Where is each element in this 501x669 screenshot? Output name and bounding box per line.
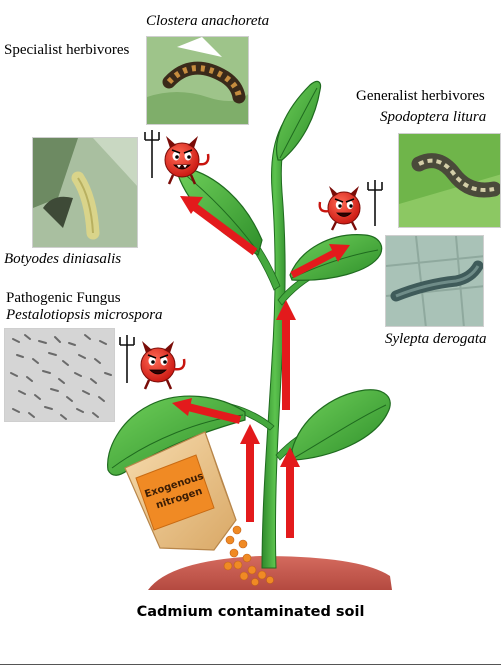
pathogenic-fungus-heading: Pathogenic Fungus (6, 290, 121, 306)
clostera-anachoreta-label: Clostera anachoreta (146, 13, 270, 29)
devil-icon (318, 186, 361, 231)
devil-icon (164, 136, 210, 185)
nitrogen-pellets (223, 525, 274, 586)
leaf-lower-right (291, 389, 391, 461)
bag-label (135, 454, 215, 531)
photo-clostera-caterpillar (146, 36, 249, 125)
fertilizer-bag: Exogenous nitrogen (124, 431, 237, 551)
generalist-herbivores-heading: Generalist herbivores (356, 88, 485, 104)
photo-botyodes-caterpillar (32, 137, 138, 248)
devil-icon (140, 341, 186, 390)
arrow-lower-left (172, 398, 241, 424)
bottom-divider (0, 664, 501, 665)
arrow-top-left (180, 196, 258, 256)
soil-label: Cadmium contaminated soil (136, 604, 365, 620)
botyodes-diniasalis-label: Botyodes diniasalis (4, 251, 122, 267)
pitchfork-icon (119, 335, 135, 383)
photo-sylepta-caterpillar (385, 235, 484, 327)
photo-pestalotiopsis-spores (4, 328, 115, 422)
spodoptera-litura-label: Spodoptera litura (380, 109, 487, 125)
photo-spodoptera-caterpillar (398, 133, 501, 228)
pitchfork-icon (367, 180, 383, 226)
specialist-herbivores-heading: Specialist herbivores (4, 42, 130, 58)
sylepta-derogata-label: Sylepta derogata (385, 331, 487, 347)
arrow-lower-stem-left (240, 424, 260, 522)
arrow-upper-right (290, 244, 350, 279)
soil-mound (148, 556, 392, 590)
pestalotiopsis-microspora-label: Pestalotiopsis microspora (6, 307, 163, 323)
arrow-upper-stem (276, 300, 296, 410)
arrow-lower-stem-right (280, 447, 300, 538)
pitchfork-icon (144, 130, 160, 178)
